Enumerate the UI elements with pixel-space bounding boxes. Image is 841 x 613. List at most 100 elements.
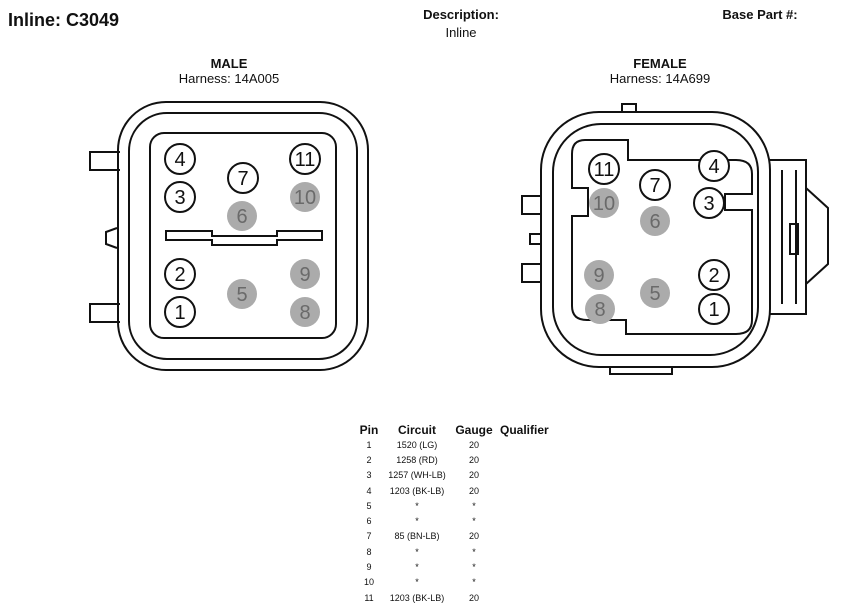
- pin-table-cell-qual: [497, 452, 552, 467]
- female-inner-body: [552, 123, 759, 356]
- female-pin-circle: [588, 153, 620, 185]
- description-label: Description:: [423, 7, 499, 22]
- female-pin-circle: [640, 278, 670, 308]
- pin-table-cell-gauge: *: [472, 546, 476, 557]
- pin-table-cell-pin: 8: [366, 546, 372, 557]
- pin-table-cell-circ: 1257 (WH-LB): [388, 470, 446, 481]
- male-pin-label: 10: [294, 187, 316, 209]
- pin-table-header-pin: Pin: [359, 422, 379, 437]
- male-pin-label: 5: [236, 284, 247, 306]
- pin-table-cell-qual: [497, 575, 552, 590]
- male-pin-6: 6: [227, 201, 257, 231]
- female-pin-6: 6: [640, 206, 670, 236]
- male-pin-8: 8: [290, 297, 320, 327]
- female-pin-1: 1: [698, 293, 730, 325]
- female-pin-4: 4: [698, 150, 730, 182]
- female-pin-circle: [640, 206, 670, 236]
- table-row: 11 1203 (BK-LB) 20: [355, 590, 552, 605]
- male-pin-5: 5: [227, 279, 257, 309]
- male-pin-label: 2: [174, 264, 185, 286]
- female-pin-label: 4: [708, 156, 719, 178]
- female-harness: Harness: 14A699: [609, 71, 711, 86]
- pin-table-cell-pin: 10: [363, 577, 374, 588]
- male-pin-label: 9: [299, 264, 310, 286]
- male-pin-1: 1: [164, 296, 196, 328]
- pin-table-cell-gauge: *: [472, 577, 476, 588]
- female-latch-wing: [805, 187, 829, 285]
- male-pin-circle: [164, 296, 196, 328]
- pin-table-cell-pin: 7: [366, 531, 372, 542]
- female-pin-2: 2: [698, 259, 730, 291]
- pin-table-cell-pin: 9: [366, 562, 372, 573]
- pin-table-cell-qual: [497, 544, 552, 559]
- pin-table-cell-pin: 11: [364, 592, 374, 603]
- male-pin-label: 3: [174, 187, 185, 209]
- female-outer-body: [540, 111, 771, 368]
- male-pin-2: 2: [164, 258, 196, 290]
- female-pin-3: 3: [693, 187, 725, 219]
- female-pin-circle: [584, 260, 614, 290]
- pin-table-cell-qual: [497, 590, 552, 605]
- table-row: 10 * *: [355, 575, 552, 590]
- male-inner-body: [128, 112, 358, 360]
- pin-table-cell-gauge: *: [472, 562, 476, 573]
- pin-table-cell-qual: [497, 468, 552, 483]
- pin-table-cell-qual: [497, 559, 552, 574]
- male-outer-body: [117, 101, 369, 371]
- connector-title: Inline: C3049: [8, 10, 120, 30]
- female-pin-circle: [693, 187, 725, 219]
- female-pin-8: 8: [585, 294, 615, 324]
- female-pin-label: 9: [593, 265, 604, 287]
- pin-table-cell-gauge: 20: [468, 470, 479, 481]
- pin-table-cell-gauge: *: [472, 516, 476, 527]
- female-latch-frame: [770, 159, 807, 315]
- pin-table-cell-qual: [497, 498, 552, 513]
- pin-table-cell-circ: 1203 (BK-LB): [389, 592, 445, 603]
- pin-table-header-circuit: Circuit: [397, 422, 436, 437]
- female-pin-7: 7: [639, 169, 671, 201]
- pin-table-cell-gauge: 20: [468, 454, 479, 465]
- male-pin-circle: [290, 182, 320, 212]
- male-pin-label: 1: [174, 302, 185, 324]
- male-pin-3: 3: [164, 181, 196, 213]
- female-pin-circle: [589, 188, 619, 218]
- male-keyway: [165, 230, 323, 246]
- female-pin-label: 2: [708, 265, 719, 287]
- female-ear-bottom: [521, 263, 541, 283]
- male-pin-label: 6: [236, 206, 247, 228]
- pin-table-cell-pin: 4: [366, 485, 372, 496]
- pin-table-cell-gauge: 20: [468, 531, 479, 542]
- pin-table-cell-gauge: *: [472, 500, 476, 511]
- pin-table-cell-circ: *: [415, 500, 419, 511]
- pin-table-cell-gauge: 20: [468, 592, 479, 603]
- pin-table-cell-circ: *: [415, 562, 419, 573]
- male-tab-bottom: [89, 303, 120, 323]
- female-bottom-tab: [609, 367, 673, 375]
- female-connector: [521, 103, 829, 375]
- female-pin-11: 11: [588, 153, 620, 185]
- base-part-label: Base Part #:: [722, 7, 798, 22]
- pin-table-cell-gauge: 20: [468, 485, 479, 496]
- pin-table-header-qualifier: Qualifier: [500, 422, 549, 437]
- female-pin-label: 6: [649, 211, 660, 233]
- female-pin-label: 11: [594, 159, 615, 181]
- female-pin-label: 1: [708, 299, 719, 321]
- pin-table-cell-gauge: 20: [468, 439, 479, 450]
- female-ear-mid: [529, 233, 541, 245]
- pin-table-cell-pin: 2: [366, 454, 372, 465]
- female-latch-button: [789, 223, 799, 255]
- table-row: 5**: [355, 498, 552, 513]
- male-pin-cavity: [149, 132, 337, 339]
- female-pin-circle: [698, 150, 730, 182]
- female-pin-5: 5: [640, 278, 670, 308]
- pin-table-cell-circ: *: [415, 577, 419, 588]
